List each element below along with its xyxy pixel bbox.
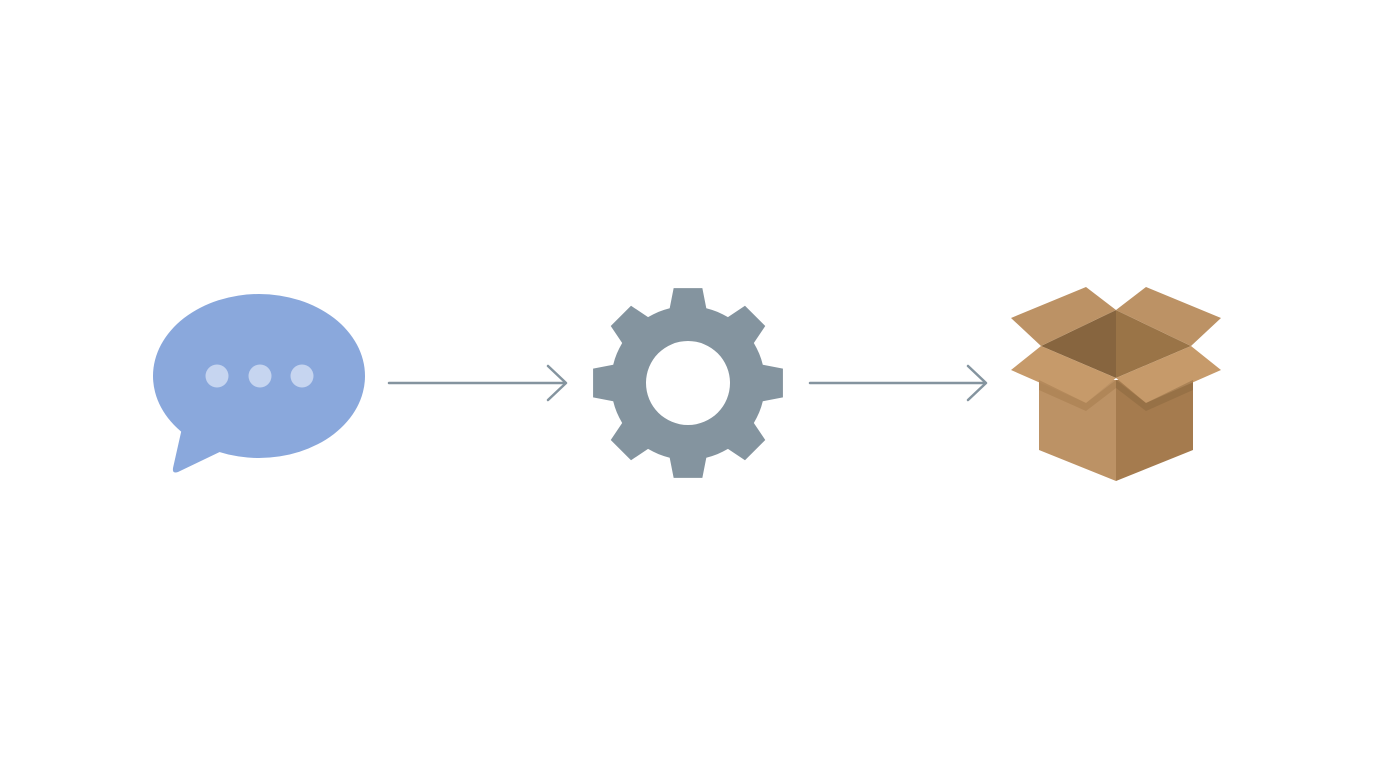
gear-icon (593, 288, 783, 478)
flow-arrow (808, 364, 988, 402)
open-box-icon (1011, 287, 1221, 481)
chat-bubble-icon (153, 294, 365, 473)
chat-dot (205, 364, 229, 388)
arrow-head (966, 364, 988, 402)
gear-shape (593, 288, 783, 478)
chat-bubble-tail (172, 428, 228, 473)
box-flap-back-right (1116, 287, 1221, 346)
flow-arrow (387, 364, 568, 402)
box-interior-right (1116, 310, 1191, 378)
box-face-left (1039, 380, 1116, 481)
chat-dot (248, 364, 272, 388)
box-face-right (1116, 380, 1193, 481)
arrow-head (546, 364, 568, 402)
box-flap-front-right (1116, 346, 1221, 403)
box-interior-left (1041, 310, 1116, 378)
box-flap-shadow-right (1116, 380, 1193, 411)
chat-dot (290, 364, 314, 388)
box-flap-shadow-left (1039, 380, 1116, 411)
box-flap-back-left (1011, 287, 1116, 346)
box-flap-front-left (1011, 346, 1116, 403)
